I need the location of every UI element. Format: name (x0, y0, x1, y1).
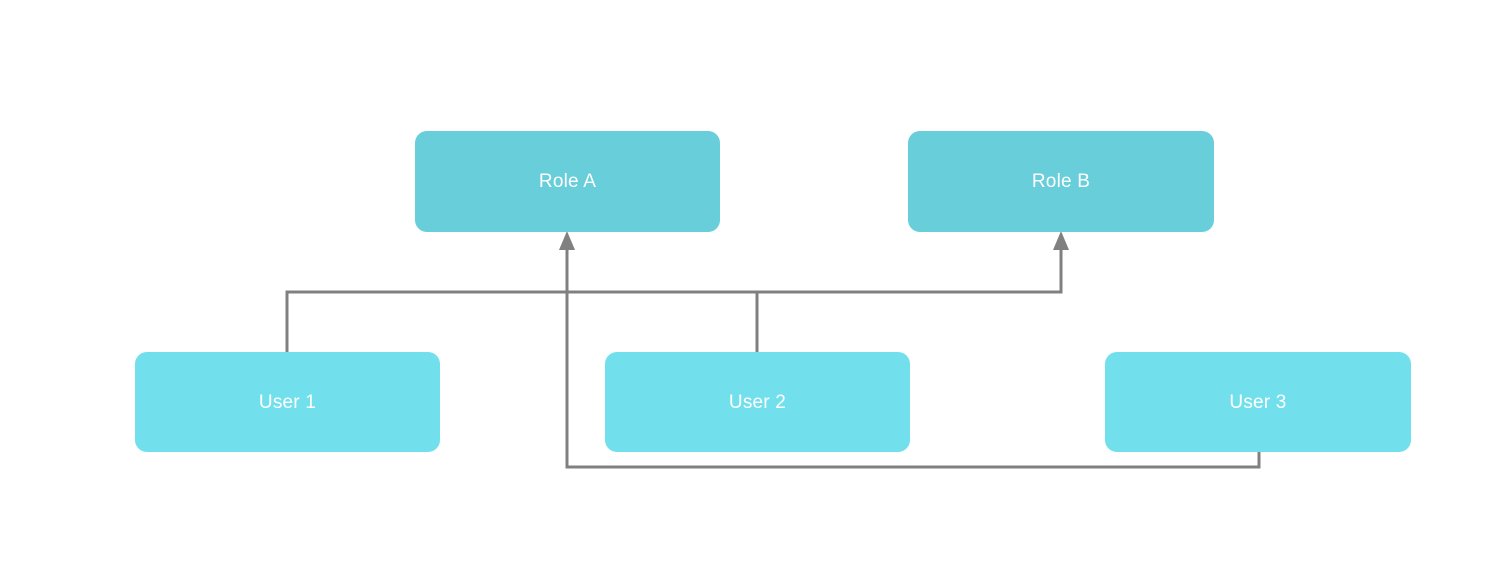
arrowhead-role-a-icon (559, 231, 575, 250)
arrowhead-role-b-icon (1053, 231, 1069, 250)
node-user-1-label: User 1 (258, 391, 317, 413)
node-role-b[interactable]: Role B (908, 131, 1214, 232)
edge-user3-to-role-a (565, 242, 1261, 469)
node-role-b-label: Role B (1031, 171, 1091, 192)
node-user-2[interactable]: User 2 (605, 352, 910, 452)
node-user-1[interactable]: User 1 (135, 352, 440, 452)
node-role-a-label: Role A (538, 171, 597, 192)
node-user-3[interactable]: User 3 (1105, 352, 1411, 452)
node-user-2-label: User 2 (728, 391, 787, 413)
edge-user1-to-role-b (285, 242, 1063, 353)
node-role-a[interactable]: Role A (415, 131, 720, 232)
node-user-3-label: User 3 (1229, 391, 1287, 413)
